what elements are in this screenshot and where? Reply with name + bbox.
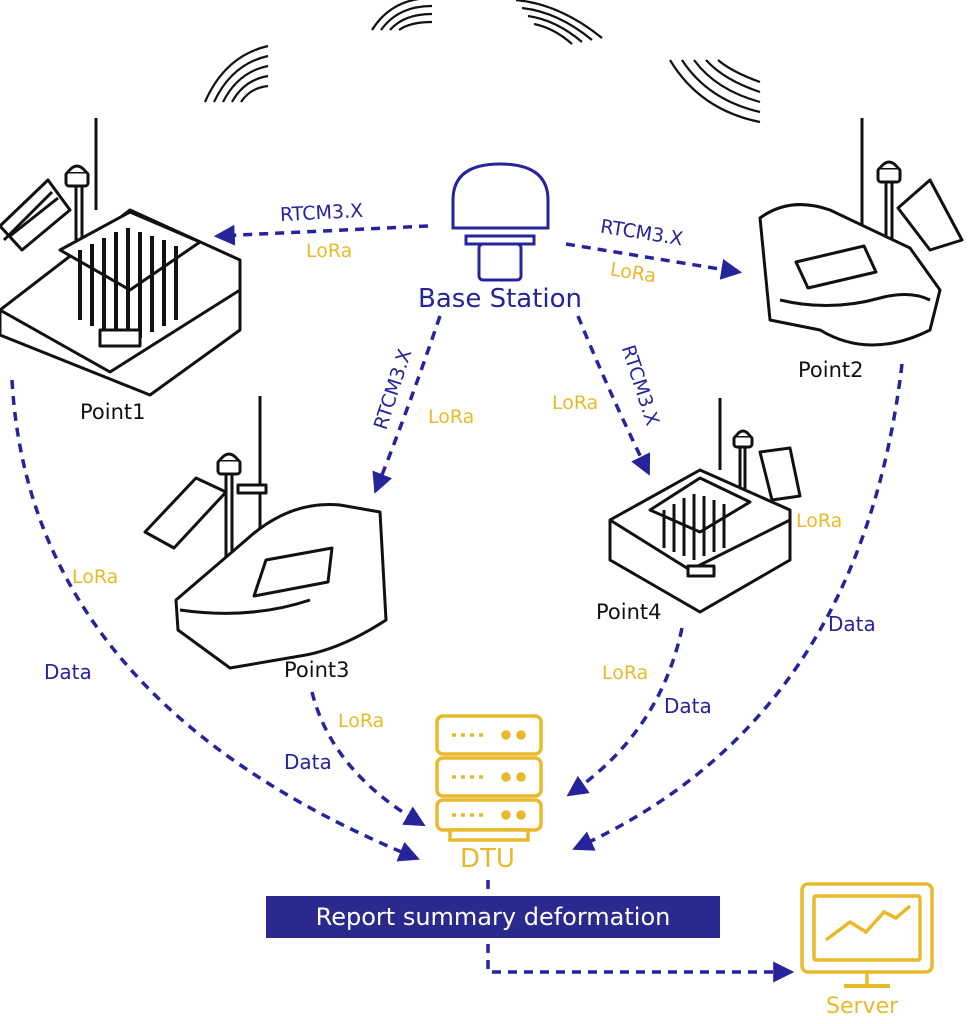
lora-label-point2-dtu: LoRa: [796, 510, 843, 532]
lora-label-point4-dtu: LoRa: [602, 662, 649, 684]
report-banner: Report summary deformation: [266, 896, 720, 938]
point3-slope-icon: [143, 396, 388, 670]
signal-wave-icon: [669, 59, 761, 124]
lora-label-point4: LoRa: [552, 392, 599, 414]
lora-label-point3: LoRa: [428, 406, 475, 428]
link-point1-to-dtu: [10, 379, 420, 862]
point4-dam-icon: [608, 398, 802, 614]
signal-wave-icon: [203, 44, 269, 103]
monitor-icon: [800, 882, 934, 988]
link-base-to-point4: [576, 315, 651, 476]
solar-panel-icon: [143, 476, 228, 550]
point4-label: Point4: [596, 600, 662, 624]
dtu-label: DTU: [460, 844, 515, 874]
point1-dam-icon: [0, 118, 242, 397]
lora-label-point1: LoRa: [306, 240, 353, 262]
link-base-to-point2: [565, 242, 743, 280]
link-point2-to-dtu: [572, 363, 904, 851]
solar-panel-icon: [896, 178, 964, 252]
lora-label-point3-dtu: LoRa: [338, 710, 385, 732]
server-rack-icon: [435, 714, 543, 842]
point3-label: Point3: [284, 658, 350, 682]
data-label-point4-dtu: Data: [664, 694, 712, 718]
link-dtu-to-server: [486, 880, 795, 983]
link-point3-to-dtu: [310, 691, 426, 827]
link-point4-to-dtu: [566, 627, 684, 797]
solar-panel-icon: [758, 446, 802, 502]
base-station-label: Base Station: [418, 284, 583, 314]
data-label-point3-dtu: Data: [284, 750, 332, 774]
rtcm-label-point1: RTCM3.X: [279, 199, 364, 227]
data-label-point1-dtu: Data: [44, 660, 92, 684]
signal-wave-icon: [371, 0, 433, 31]
lora-label-point1-dtu: LoRa: [72, 566, 119, 588]
point1-label: Point1: [80, 400, 146, 424]
link-base-to-point1: [213, 224, 429, 246]
point2-slope-icon: [758, 118, 964, 347]
signal-wave-icon: [515, 0, 603, 45]
data-label-point2-dtu: Data: [828, 612, 876, 636]
point2-label: Point2: [798, 358, 864, 382]
server-label: Server: [826, 994, 899, 1019]
gnss-antenna-icon: [451, 162, 550, 282]
link-base-to-point3: [372, 315, 442, 494]
